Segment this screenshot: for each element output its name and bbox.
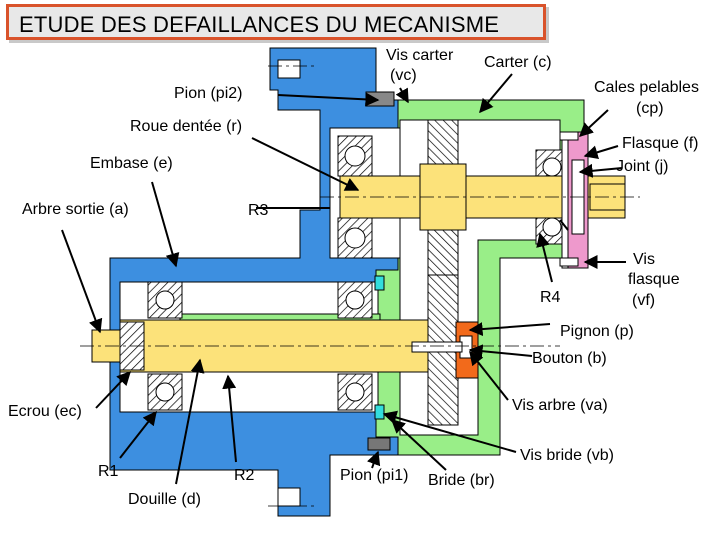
- label-r1: R1: [98, 463, 119, 480]
- label-joint: Joint (j): [616, 158, 668, 175]
- label-cales-2: (cp): [636, 100, 664, 117]
- vis-bride-cyan: [374, 404, 385, 420]
- label-pion-pi1: Pion (pi1): [340, 467, 408, 484]
- label-vis-arbre: Vis arbre (va): [512, 397, 608, 414]
- label-douille: Douille (d): [128, 491, 201, 508]
- pion-pi2-slot: [277, 59, 301, 79]
- label-bouton: Bouton (b): [532, 350, 607, 367]
- label-embase: Embase (e): [90, 155, 173, 172]
- bearing-r1: [147, 281, 183, 411]
- label-flasque: Flasque (f): [622, 135, 698, 152]
- pion-pi1-slot: [277, 487, 301, 507]
- label-arbre: Arbre sortie (a): [22, 201, 129, 218]
- pion-pi1: [367, 437, 391, 451]
- label-vis-carter-1: Vis carter: [386, 47, 454, 64]
- label-r2: R2: [234, 467, 255, 484]
- label-ecrou: Ecrou (ec): [8, 403, 82, 420]
- page-title: ETUDE DES DEFAILLANCES DU MECANISME: [19, 12, 500, 37]
- vis-flasque-screws: [559, 131, 579, 267]
- leader-lines: [61, 73, 626, 485]
- label-r4: R4: [540, 289, 561, 306]
- bearing-r2: [337, 281, 373, 411]
- vis-carter-cyan: [374, 275, 385, 291]
- cales-pelables: [561, 131, 569, 269]
- label-pion-pi2: Pion (pi2): [174, 85, 242, 102]
- label-vis-flasque-1: Vis: [633, 251, 655, 268]
- label-carter: Carter (c): [484, 54, 552, 71]
- label-pignon: Pignon (p): [560, 323, 634, 340]
- vis-arbre: [411, 341, 463, 353]
- label-cales-1: Cales pelables: [594, 79, 699, 96]
- label-vis-bride: Vis bride (vb): [520, 447, 614, 464]
- label-vis-flasque-3: (vf): [632, 292, 655, 309]
- title-box: ETUDE DES DEFAILLANCES DU MECANISME: [6, 4, 546, 40]
- bearing-r3: [337, 135, 373, 259]
- label-roue: Roue dentée (r): [130, 118, 242, 135]
- label-r3: R3: [248, 202, 269, 219]
- label-vis-flasque-2: flasque: [628, 271, 680, 288]
- label-vis-carter-2: (vc): [390, 67, 417, 84]
- label-bride: Bride (br): [428, 472, 495, 489]
